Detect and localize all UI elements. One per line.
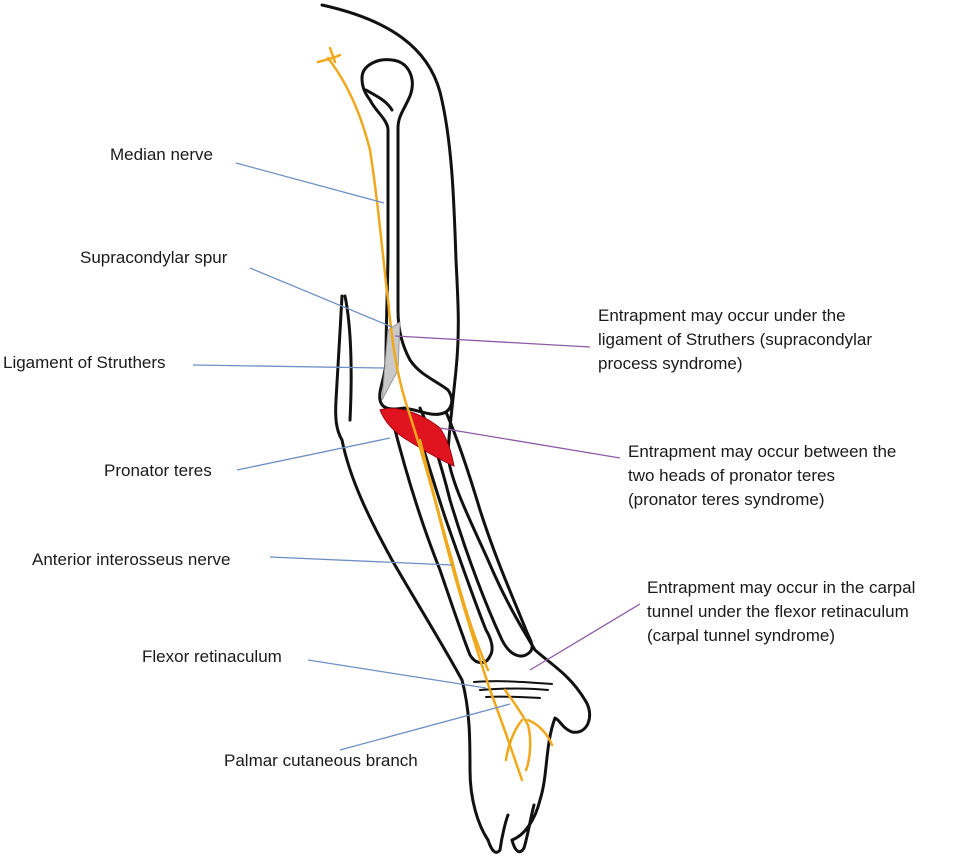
pronator-note-line-2: two heads of pronator teres — [628, 466, 835, 485]
flexor-retinaculum-label: Flexor retinaculum — [142, 647, 282, 666]
struthers-note-line-1: Entrapment may occur under the — [598, 306, 846, 325]
anterior-interosseus-nerve-label: Anterior interosseus nerve — [32, 550, 231, 569]
median-nerve-leader — [235, 162, 385, 204]
carpal-note-leader — [529, 603, 641, 671]
ligament-of-struthers-label: Ligament of Struthers — [3, 353, 166, 372]
carpal-note-line-3: (carpal tunnel syndrome) — [647, 626, 836, 645]
radius-outline — [418, 406, 534, 658]
palmar-cutaneous-branch-label: Palmar cutaneous branch — [224, 751, 418, 770]
finger-outlines — [486, 803, 536, 854]
arm-outline-medial — [334, 294, 490, 842]
pronator-teres-label: Pronator teres — [104, 461, 212, 480]
median-nerve-root — [328, 46, 337, 64]
median-nerve-label: Median nerve — [110, 145, 214, 164]
arm-outline-lateral — [320, 3, 591, 842]
ulna-outline — [390, 416, 494, 665]
carpal-note-line-1: Entrapment may occur in the carpal — [647, 578, 916, 597]
humerus-head-line — [364, 88, 394, 112]
humerus-outline — [360, 58, 454, 416]
carpal-note-line-2: tunnel under the flexor retinaculum — [647, 602, 909, 621]
struthers-note-leader — [394, 335, 591, 348]
anterior-interosseus-nerve-path — [418, 438, 490, 672]
median-nerve-path — [326, 56, 524, 782]
palmar-cutaneous-branch-leader — [339, 703, 511, 751]
digital-branch-left — [504, 718, 524, 762]
ligament-of-struthers-leader — [192, 364, 385, 369]
struthers-note-line-3: process syndrome) — [598, 354, 743, 373]
wrist-creases — [473, 680, 553, 699]
median-nerve-proximal-branch — [316, 53, 342, 64]
anterior-interosseus-nerve-leader — [269, 556, 453, 566]
digital-branch-right — [526, 718, 554, 747]
pronator-teres-leader — [236, 437, 391, 471]
carpal-entrapment-note: Entrapment may occur in the carpal tunne… — [647, 576, 915, 648]
supracondylar-spur-leader — [249, 267, 393, 328]
palmar-cutaneous-branch-path — [503, 688, 532, 772]
struthers-note-line-2: ligament of Struthers (supracondylar — [598, 330, 873, 349]
elbow-crease — [343, 294, 353, 422]
pronator-note-leader — [439, 427, 621, 459]
pronator-note-line-1: Entrapment may occur between the — [628, 442, 897, 461]
pronator-entrapment-note: Entrapment may occur between the two hea… — [628, 440, 896, 512]
supracondylar-spur-label: Supracondylar spur — [80, 248, 228, 267]
pronator-note-line-3: (pronator teres syndrome) — [628, 490, 825, 509]
flexor-retinaculum-leader — [307, 659, 487, 689]
struthers-entrapment-note: Entrapment may occur under the ligament … — [598, 304, 872, 376]
